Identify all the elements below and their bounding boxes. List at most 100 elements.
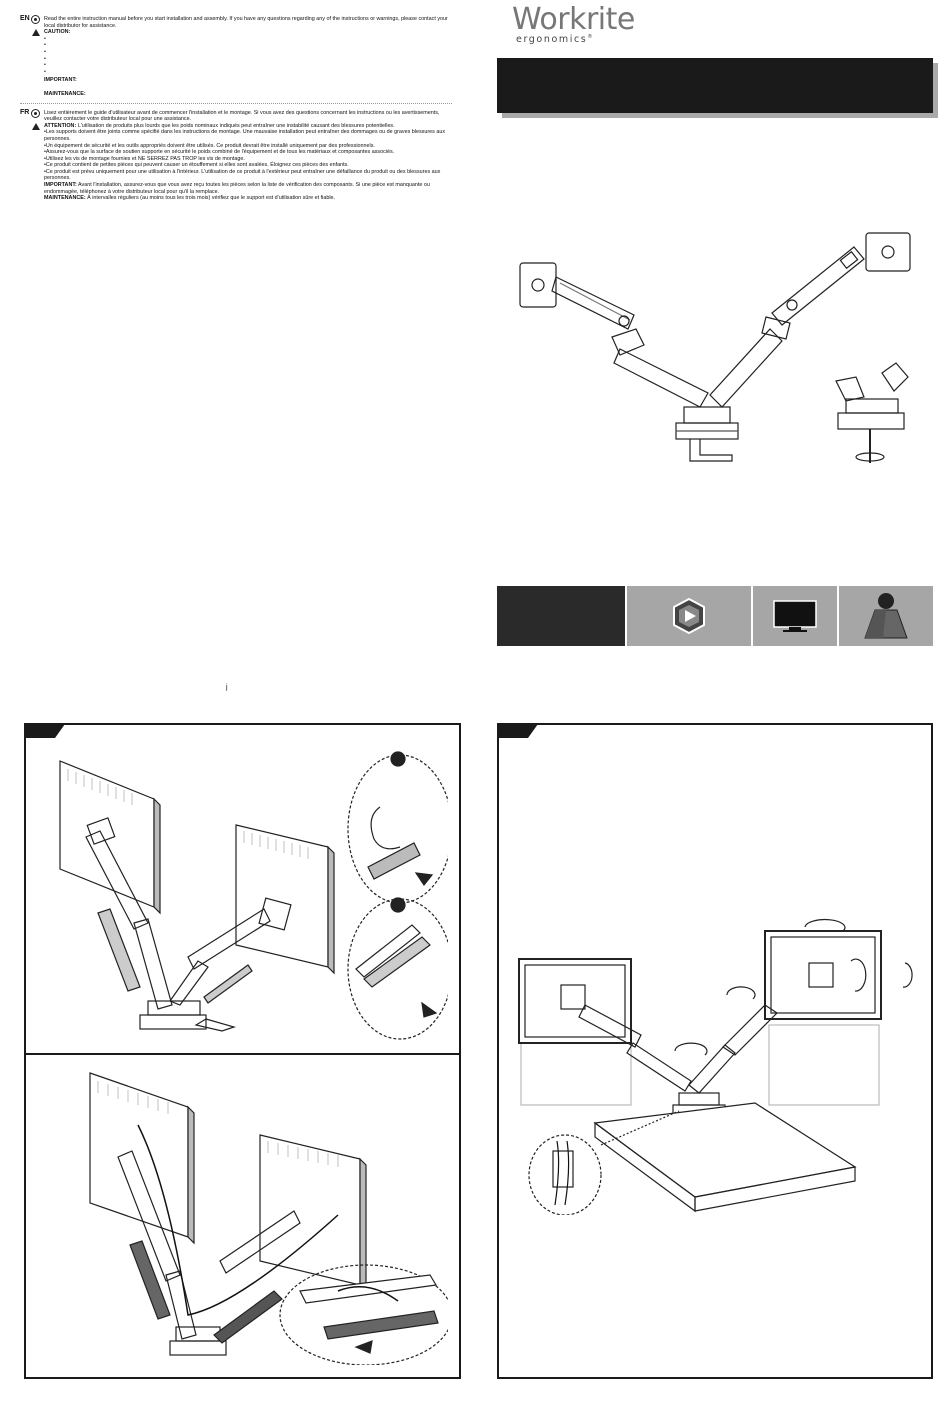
- left-monitor-back: [59, 760, 155, 908]
- list-item: [44, 42, 452, 49]
- list-item: Ce produit est prévu uniquement pour une…: [44, 169, 452, 182]
- step-illustration-route-cables: [89, 1072, 448, 1365]
- left-forearm: [626, 1042, 692, 1092]
- right-elbow: [761, 316, 791, 340]
- right-forearm: [688, 1044, 736, 1094]
- rotate-arrow-icon: [674, 1042, 708, 1056]
- right-monitor-ghost: [768, 1024, 880, 1106]
- left-arm: [85, 830, 149, 930]
- step-tab: [498, 724, 538, 738]
- left-upper-arm: [551, 276, 635, 330]
- stray-mark: j: [226, 684, 228, 691]
- arrow-icon: [421, 1001, 438, 1018]
- left-arm: [117, 1150, 181, 1282]
- en-caution-list: [44, 36, 452, 76]
- registered-mark: ®: [587, 34, 594, 40]
- grommet-base-top: [845, 398, 899, 414]
- english-block: EN Read the entire instruction manual be…: [20, 15, 452, 98]
- list-item: [44, 56, 452, 63]
- list-item: Un équipement de sécurité et les outils …: [44, 143, 452, 150]
- swivel-arrow-icon: [902, 962, 913, 988]
- cable-clip: [552, 1150, 574, 1188]
- detail-callout-bottom: [347, 898, 448, 1040]
- right-upper-arm: [771, 246, 865, 326]
- arrow-icon: [414, 872, 434, 887]
- right-monitor-back: [235, 824, 329, 968]
- lang-code-en: EN: [20, 15, 30, 22]
- right-monitor-back: [259, 1134, 361, 1286]
- brand-subtitle: ergonomics®: [516, 34, 635, 45]
- tool-monitor: [753, 586, 837, 646]
- left-vesa-hub: [531, 278, 545, 292]
- fr-bullet-list: Les supports doivent être joints comme s…: [44, 129, 452, 182]
- fr-important-text: Avant l'installation, assurez-vous que v…: [44, 182, 430, 195]
- weight-icon: [864, 593, 908, 639]
- left-upper-arm: [578, 1004, 642, 1048]
- grommet-arm-left: [835, 376, 865, 402]
- step-illustration-remove-covers: [59, 751, 448, 1040]
- list-item: [44, 49, 452, 56]
- step-panel-right: [497, 723, 933, 1379]
- left-arm-knob: [618, 315, 630, 327]
- right-arm-knob: [786, 299, 798, 311]
- left-vesa-plate: [560, 984, 586, 1010]
- tools-label-block: [497, 586, 625, 646]
- tools-required-bar: [497, 586, 933, 646]
- grommet-plate: [855, 452, 885, 462]
- tool-hex-key: [627, 586, 751, 646]
- read-manual-icon: [31, 15, 40, 24]
- arm-base-top: [683, 406, 731, 424]
- detail-callout: [279, 1264, 448, 1365]
- en-maintenance-label: MAINTENANCE:: [44, 90, 86, 97]
- desk-surface: [593, 1102, 857, 1198]
- cable-cover: [129, 1240, 171, 1320]
- desk-clamp: [689, 439, 733, 462]
- grommet-base-collar: [837, 412, 905, 430]
- step-marker-b: [390, 897, 406, 913]
- list-item: [44, 62, 452, 69]
- left-forearm: [613, 348, 709, 408]
- step-illustration-adjustment: [518, 918, 913, 1215]
- dual-monitor-arm-drawing: [519, 232, 911, 463]
- french-block: FR Lisez entièrement le guide d'utilisat…: [20, 108, 452, 202]
- rotate-arrow-icon: [726, 986, 756, 1000]
- right-vesa-plate: [808, 962, 834, 988]
- warnings-section: EN Read the entire instruction manual be…: [20, 15, 452, 202]
- brand-sub-text: ergonomics: [516, 34, 588, 46]
- clamp-foot: [194, 1018, 237, 1032]
- cable-cover: [97, 908, 141, 992]
- detail-callout-cable: [528, 1134, 602, 1215]
- right-monitor: [764, 930, 882, 1020]
- step-panel-left: [24, 723, 461, 1379]
- right-vesa-plate: [865, 232, 911, 272]
- fr-maintenance-label: MAINTENANCE:: [44, 195, 86, 202]
- list-item: Les supports doivent être joints comme s…: [44, 129, 452, 142]
- fr-attention: ATTENTION: L'utilisation de produits plu…: [44, 123, 452, 130]
- en-intro: Read the entire instruction manual befor…: [44, 16, 448, 29]
- detail-callout-top: [347, 754, 448, 904]
- left-vesa-plate: [519, 262, 557, 308]
- cable: [137, 1124, 339, 1316]
- right-vesa-hub: [881, 245, 895, 259]
- monitor-icon: [773, 600, 817, 632]
- en-important-label: IMPORTANT:: [44, 77, 77, 84]
- language-separator: [20, 102, 452, 104]
- list-item: [44, 69, 452, 76]
- tilt-arrow-icon: [850, 958, 867, 992]
- caution-triangle-icon: [32, 122, 40, 130]
- title-banner: [497, 58, 933, 113]
- right-upper-arm: [722, 1004, 778, 1056]
- caution-triangle-icon: [32, 29, 40, 36]
- brand-logo: Workrite ergonomics®: [512, 2, 635, 45]
- left-monitor: [518, 958, 632, 1044]
- fr-maintenance: MAINTENANCE: À intervalles réguliers (au…: [44, 195, 452, 202]
- fr-important: IMPORTANT: Avant l'installation, assurez…: [44, 182, 452, 195]
- rotate-arrow-icon: [804, 918, 846, 932]
- brand-name: Workrite: [512, 2, 635, 37]
- cover-strip: [363, 936, 431, 988]
- right-forearm: [709, 328, 783, 408]
- en-caution-label: CAUTION:: [44, 29, 71, 36]
- arrow-icon: [354, 1340, 373, 1354]
- tool-weight: [839, 586, 933, 646]
- fr-important-label: IMPORTANT:: [44, 182, 77, 189]
